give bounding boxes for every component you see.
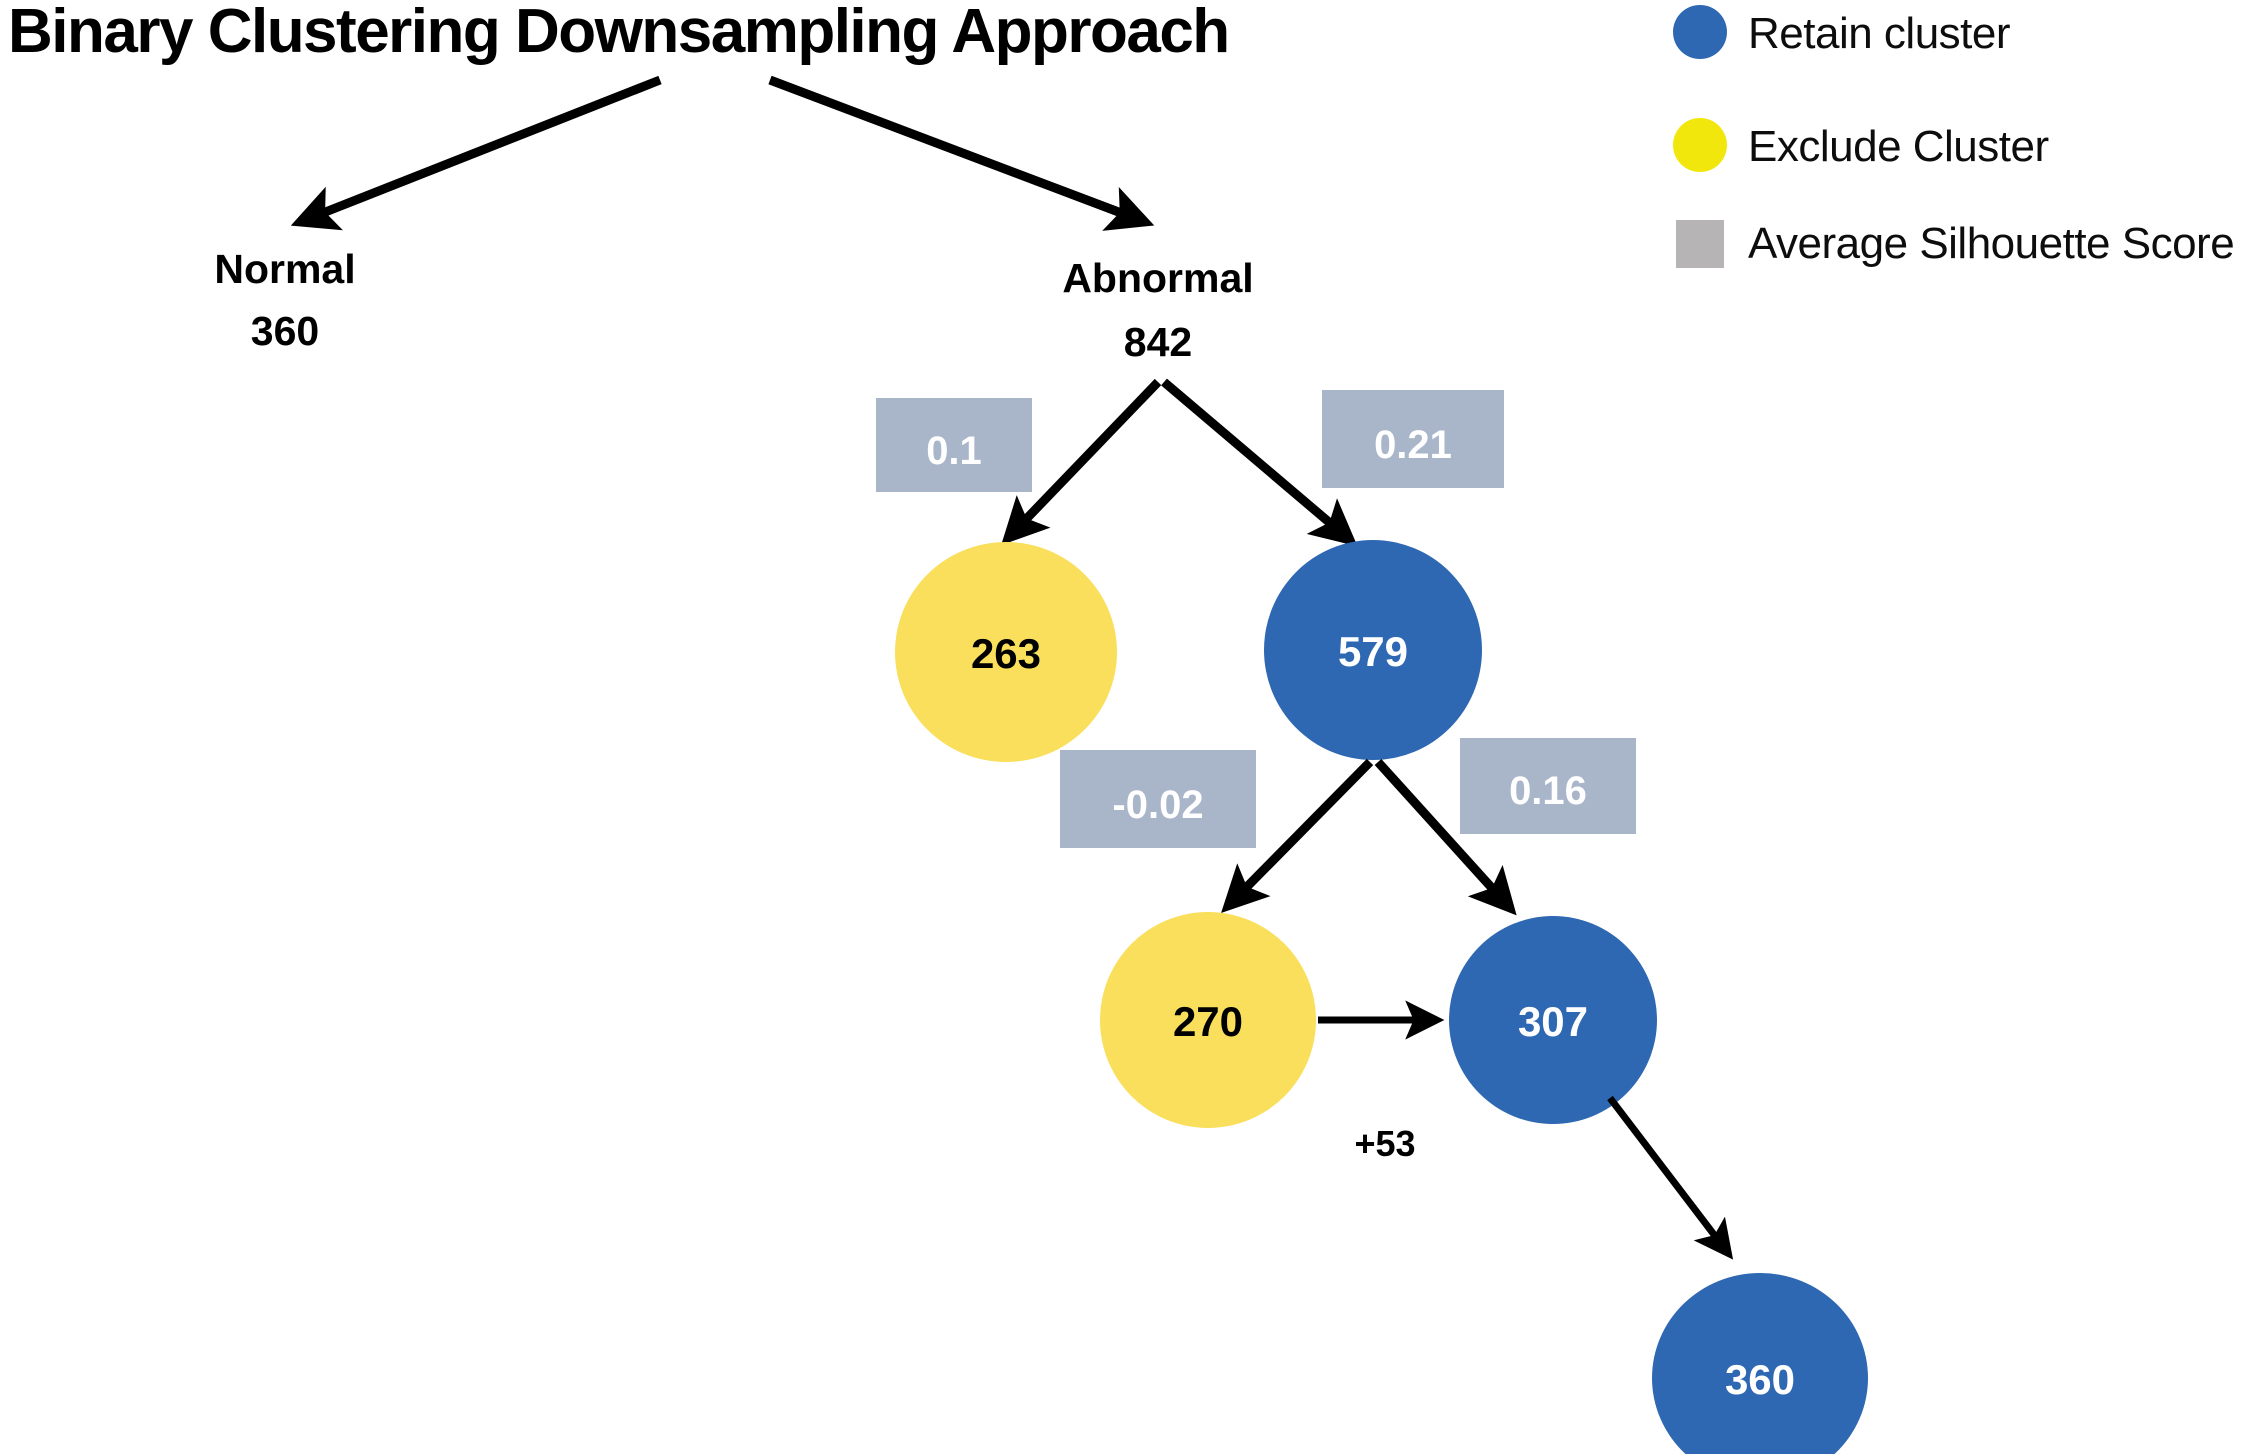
score-box-value: 0.16 — [1509, 769, 1587, 813]
legend-square-icon — [1676, 220, 1724, 268]
node-abnormal-count: 842 — [1124, 319, 1192, 365]
legend-item-label: Average Silhouette Score — [1748, 219, 2234, 268]
legend-item-label: Exclude Cluster — [1748, 122, 2049, 171]
node-normal-count: 360 — [251, 308, 319, 354]
cluster-node-value: 579 — [1338, 628, 1408, 675]
score-box-value: 0.1 — [926, 429, 982, 473]
legend-circle-icon — [1673, 118, 1727, 172]
legend-item-label: Retain cluster — [1748, 9, 2010, 58]
cluster-node-307[interactable]: 307 — [1449, 916, 1657, 1124]
node-normal-label: Normal — [214, 246, 355, 292]
cluster-node-360[interactable]: 360 — [1652, 1273, 1868, 1454]
score-box-0.1: 0.1 — [876, 398, 1032, 492]
cluster-node-value: 263 — [971, 630, 1041, 677]
cluster-node-263[interactable]: 263 — [895, 542, 1117, 762]
cluster-node-value: 270 — [1173, 998, 1243, 1045]
score-box--0.02: -0.02 — [1060, 750, 1256, 848]
page-title: Binary Clustering Downsampling Approach — [8, 0, 1229, 66]
cluster-node-270[interactable]: 270 — [1100, 912, 1316, 1128]
edge-579-to-307 — [1374, 758, 1517, 916]
node-abnormal-label: Abnormal — [1062, 255, 1253, 301]
score-box-value: 0.21 — [1374, 423, 1452, 467]
edge-abnormal-to-263 — [1001, 378, 1162, 546]
legend-item-retain-cluster: Retain cluster — [1673, 5, 2011, 59]
cluster-node-value: 307 — [1518, 998, 1588, 1045]
legend-item-exclude-cluster: Exclude Cluster — [1673, 118, 2049, 172]
score-box-0.21: 0.21 — [1322, 390, 1504, 488]
legend-circle-icon — [1673, 5, 1727, 59]
score-box-value: -0.02 — [1112, 783, 1203, 827]
score-box-0.16: 0.16 — [1460, 738, 1636, 834]
edge-307-to-360 — [1607, 1095, 1734, 1260]
legend-item-average-silhouette-score: Average Silhouette Score — [1676, 219, 2235, 268]
edge-title-to-abnormal — [768, 75, 1155, 231]
edge-579-to-270 — [1221, 758, 1374, 914]
cluster-node-579[interactable]: 579 — [1264, 540, 1482, 760]
edge-title-to-normal — [290, 75, 662, 231]
edge-abnormal-to-579 — [1161, 378, 1358, 547]
edge-annotation-plus53: +53 — [1354, 1123, 1415, 1164]
legend: Retain cluster Exclude Cluster Average S… — [1673, 5, 2235, 268]
cluster-node-value: 360 — [1725, 1356, 1795, 1403]
